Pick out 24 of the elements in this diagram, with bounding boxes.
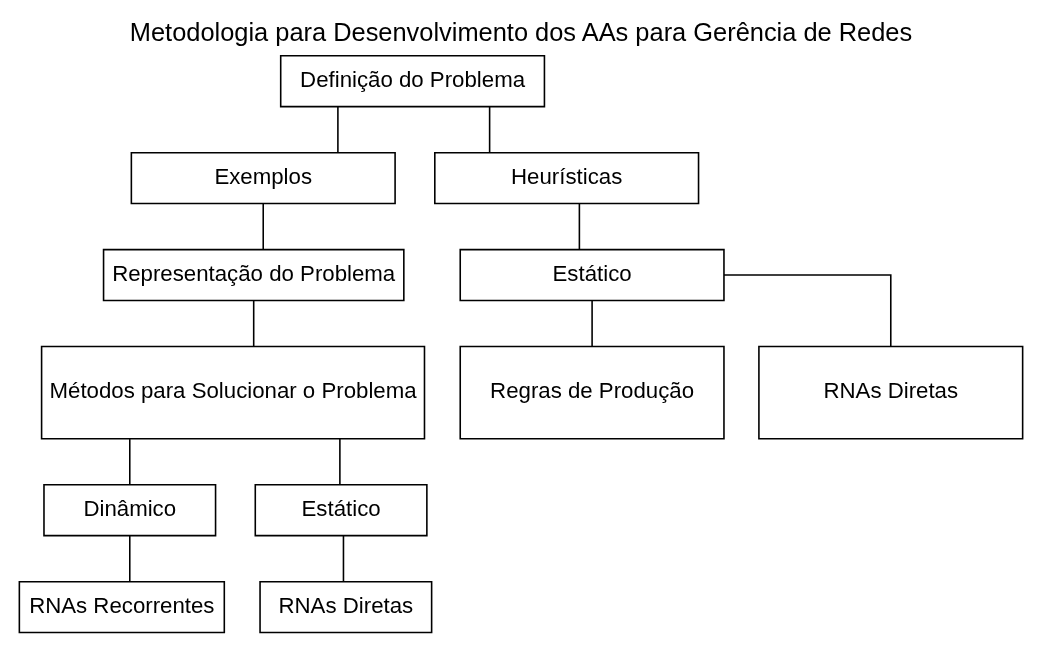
node-box: RNAs Recorrentes [18,580,226,634]
connector [262,202,265,251]
connector [488,105,491,154]
node-box: Estático [254,483,428,537]
node-box: Regras de Produção [459,345,725,440]
node-box: Definição do Problema [279,55,546,108]
node-box: Dinâmico [43,483,217,537]
connector [128,534,131,583]
node-box: Heurísticas [434,151,700,205]
connector [591,299,593,348]
node-box: Estático [459,248,725,302]
connector [342,534,345,583]
node-box: Exemplos [130,151,396,205]
connector [578,202,581,251]
node-box: Métodos para Solucionar o Problema [40,345,426,440]
diagram-title: Metodologia para Desenvolvimento dos AAs para Gerência de Redes [129,18,913,47]
node-box: Representação do Problema [102,248,405,302]
connector [128,438,131,486]
connector [252,299,255,348]
connector [339,438,341,486]
connector [337,105,339,154]
node-box: RNAs Diretas [259,580,433,634]
connector [723,274,892,347]
node-box: RNAs Diretas [758,345,1024,440]
